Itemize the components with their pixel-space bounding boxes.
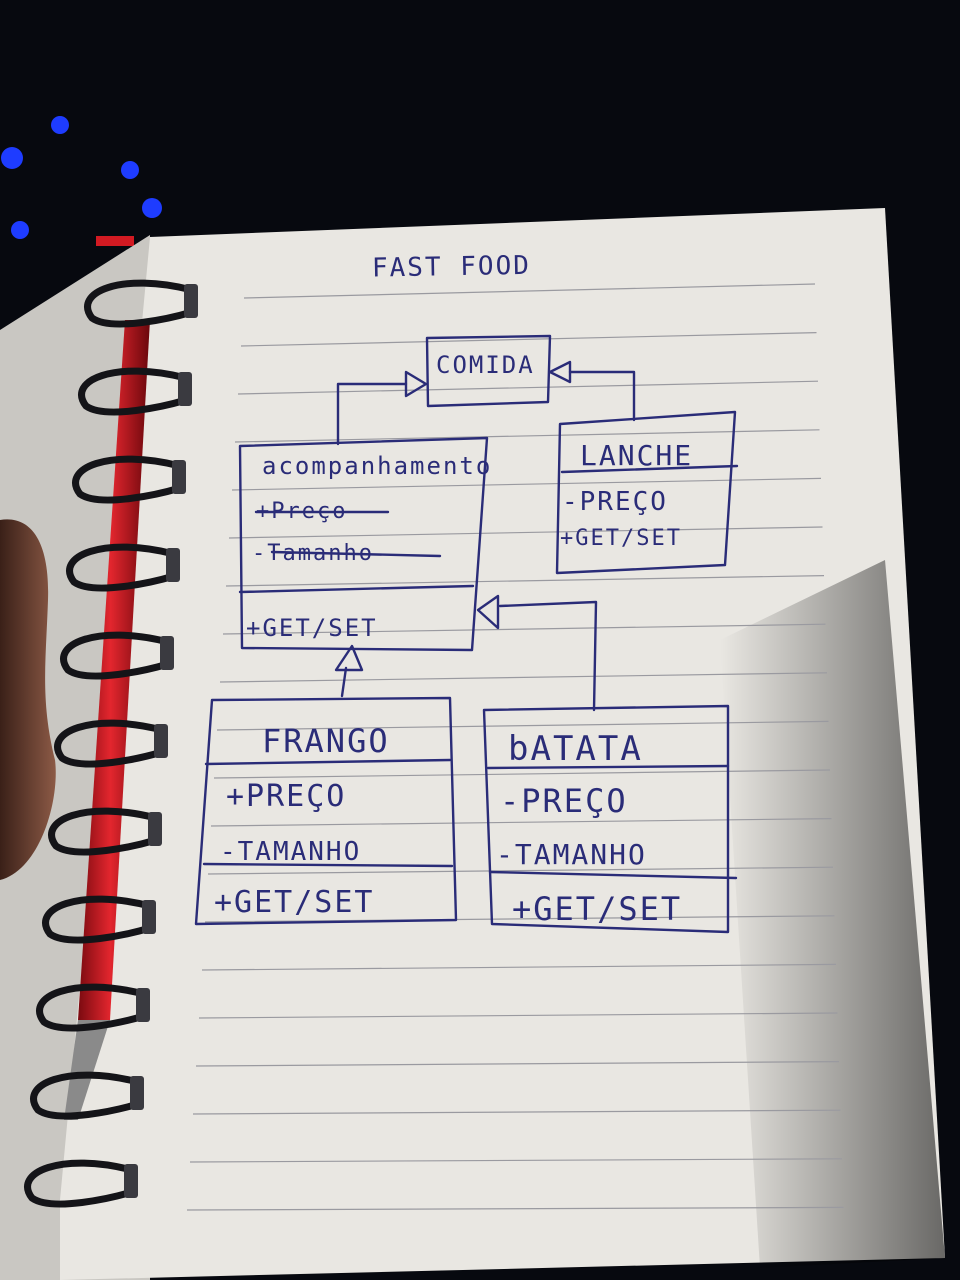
batata-attr-preco: -PREÇO: [500, 782, 628, 820]
inheritance-arrows: [334, 360, 636, 712]
ruled-line: [198, 1012, 838, 1019]
spiral-hole: [136, 988, 150, 1022]
arrow-lanche-comida: [568, 370, 636, 422]
ruled-line: [195, 1060, 840, 1067]
ruled-line: [231, 477, 822, 491]
ruled-line: [243, 283, 816, 299]
ruled-line: [186, 1206, 844, 1211]
spiral-coil: [30, 1071, 140, 1120]
ruled-line: [225, 575, 825, 587]
arrow-acompanhamento-comida: [336, 382, 408, 446]
frango-attr-tamanho: -TAMANHO: [220, 837, 361, 867]
arrowhead-lanche-comida: [548, 360, 572, 384]
batata-name: bATATA: [508, 729, 643, 769]
pen-tip: [64, 1020, 110, 1120]
spiral-coil: [66, 543, 176, 592]
spiral-coil: [42, 895, 152, 944]
frango-attr-preco: +PREÇO: [226, 779, 346, 814]
ruled-line: [219, 672, 828, 683]
class-batata: bATATA -PREÇO -TAMANHO +GET/SET: [482, 704, 738, 934]
spiral-hole: [154, 724, 168, 758]
spiral-hole: [130, 1076, 144, 1110]
spiral-hole: [160, 636, 174, 670]
ruled-line: [201, 963, 837, 971]
frango-name: FRANGO: [262, 722, 390, 760]
arrow-batata-acompanhamento: [498, 600, 598, 712]
spiral-coil: [24, 1159, 134, 1208]
arrowhead-acompanhamento-comida: [404, 370, 428, 398]
class-frango: FRANGO +PREÇO -TAMANHO +GET/SET: [194, 696, 458, 926]
ruled-line: [240, 332, 817, 347]
ruled-line: [204, 915, 835, 923]
spiral-hole: [166, 548, 180, 582]
lanche-method: +GET/SET: [560, 526, 682, 551]
ruled-line: [237, 380, 819, 395]
spiral-coil: [48, 807, 158, 856]
arrow-frango-acompanhamento: [340, 666, 348, 698]
lanche-name: LANCHE: [580, 439, 693, 472]
spiral-coil: [78, 367, 188, 416]
spiral-coil: [72, 455, 182, 504]
frango-method: +GET/SET: [214, 885, 375, 920]
spiral-hole: [148, 812, 162, 846]
spiral-hole: [184, 284, 198, 318]
class-comida: COMIDA: [425, 334, 552, 408]
background-lights: [1, 116, 162, 246]
page-shadow: [720, 560, 945, 1268]
hand-fingers: [0, 519, 56, 880]
ruled-lines: [186, 283, 844, 1211]
batata-method: +GET/SET: [512, 890, 682, 928]
spiral-hole: [178, 372, 192, 406]
spiral-coil: [84, 279, 194, 328]
spiral-binding: [24, 279, 198, 1208]
strike-tamanho: [270, 550, 442, 558]
spiral-hole: [142, 900, 156, 934]
ruled-line: [222, 623, 826, 635]
class-lanche: LANCHE -PREÇO +GET/SET: [555, 410, 739, 575]
lanche-attr-preco: -PREÇO: [562, 487, 668, 517]
class-comida-name: COMIDA: [436, 351, 535, 379]
ruled-line: [189, 1158, 843, 1163]
ruled-line: [228, 526, 823, 539]
arrowhead-batata-acompanhamento: [476, 594, 500, 630]
notebook-page: [60, 208, 945, 1280]
arrowhead-frango-acompanhamento: [334, 644, 364, 672]
page-title: FAST FOOD: [372, 251, 531, 284]
acompanhamento-name: acompanhamento: [262, 452, 492, 480]
spiral-hole: [124, 1164, 138, 1198]
ruled-line: [216, 720, 829, 731]
spiral-hole: [172, 460, 186, 494]
spiral-coil: [60, 631, 170, 680]
class-acompanhamento: acompanhamento +Preço -Tamanho +GET/SET: [238, 436, 492, 652]
spiral-coil: [54, 719, 164, 768]
spiral-coil: [36, 983, 146, 1032]
ruled-line: [192, 1109, 841, 1115]
ruled-line: [234, 429, 820, 443]
batata-attr-tamanho: -TAMANHO: [496, 838, 647, 871]
acompanhamento-method: +GET/SET: [246, 614, 378, 642]
